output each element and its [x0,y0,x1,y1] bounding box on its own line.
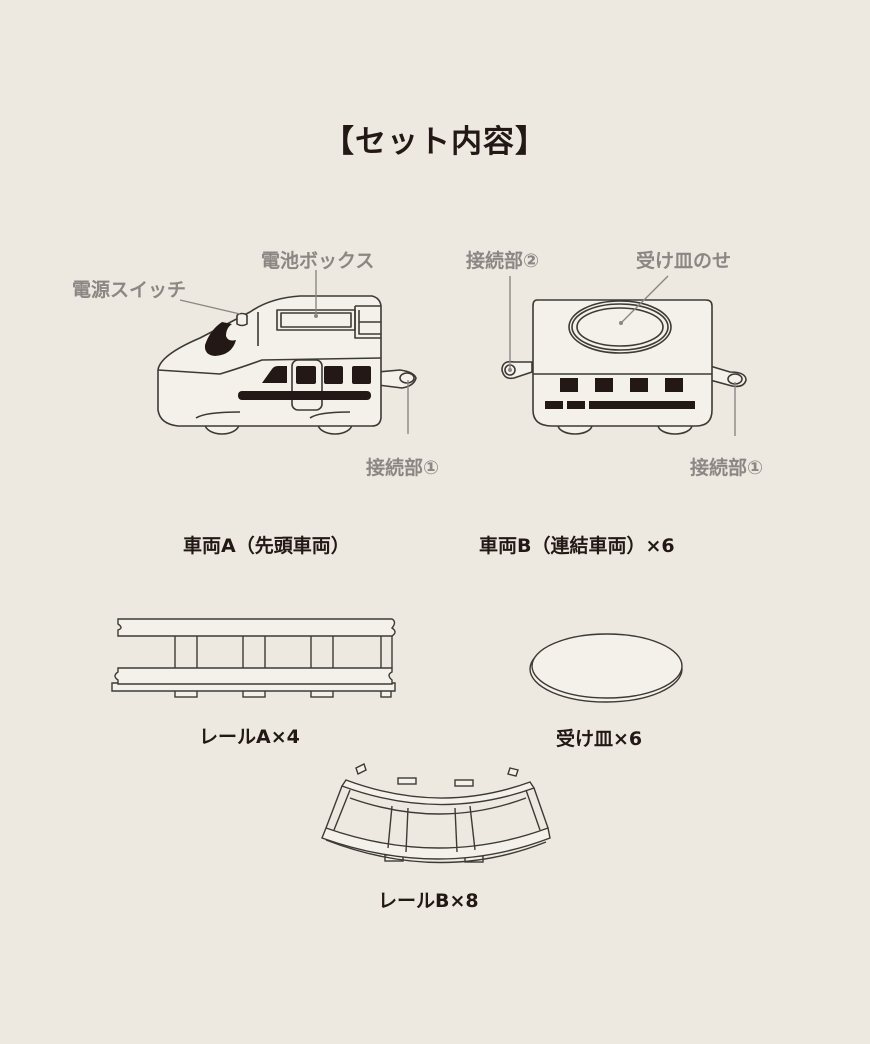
callout-connector-1-car-a: 接続部① [366,457,440,479]
callout-plate-holder: 受け皿のせ [636,250,732,272]
callout-connector-2: 接続部② [466,250,540,272]
callout-connector-1-car-b: 接続部① [690,457,764,479]
rail-b-caption: レールB×8 [378,890,479,912]
car-b-caption: 車両B（連結車両）×6 [479,535,675,557]
callout-power-switch: 電源スイッチ [72,279,187,301]
rail-a-caption: レールA×4 [199,726,300,748]
page-title: 【セット内容】 [323,124,547,160]
callout-battery-box: 電池ボックス [261,250,375,272]
plate-caption: 受け皿×6 [556,728,643,750]
car-a-caption: 車両A（先頭車両） [183,535,350,557]
